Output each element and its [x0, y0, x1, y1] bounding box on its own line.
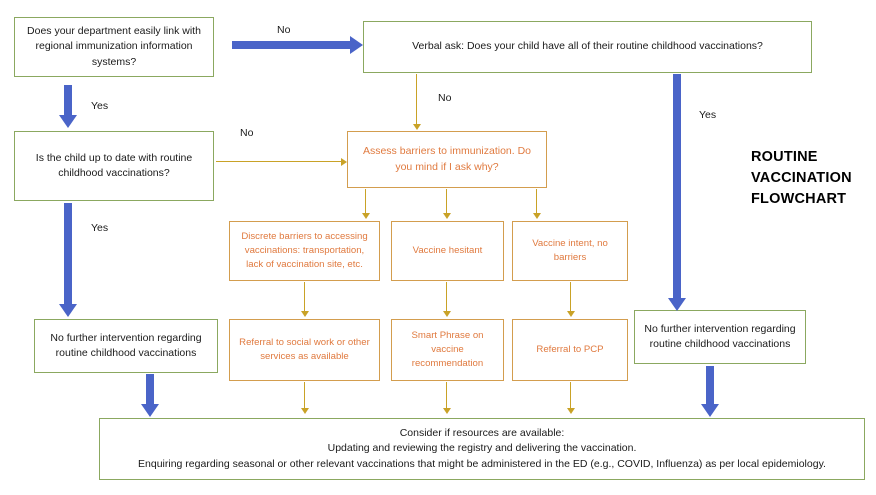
node-discrete-barriers[interactable]: Discrete barriers to accessing vaccinati…: [229, 221, 380, 281]
edge-uptodate-to-nofurther-shaft: [64, 203, 72, 306]
edge-smart-phrase-to-consider-shaft: [446, 382, 447, 410]
edge-hesitant-to-smart-phrase-shaft: [446, 282, 447, 313]
node-department-link[interactable]: Does your department easily link with re…: [14, 17, 214, 77]
edge-pcp-to-consider-shaft: [570, 382, 571, 410]
edge-verbal-to-assess-shaft: [416, 74, 417, 126]
node-department-link-label: Does your department easily link with re…: [27, 25, 201, 68]
node-consider-resources-label: Consider if resources are available: Upd…: [138, 427, 826, 470]
edge-assess-to-discrete-shaft: [365, 189, 366, 215]
node-smart-phrase-label: Smart Phrase on vaccine recommendation: [411, 330, 484, 369]
edge-label-dept-no: No: [277, 24, 291, 36]
node-referral-pcp-label: Referral to PCP: [536, 344, 604, 356]
node-no-further-intervention-right[interactable]: No further intervention regarding routin…: [634, 310, 806, 364]
node-no-further-intervention-right-label: No further intervention regarding routin…: [644, 322, 796, 350]
node-referral-pcp[interactable]: Referral to PCP: [512, 319, 628, 381]
edge-smart-phrase-to-consider-arrowhead: [443, 408, 451, 414]
edge-uptodate-to-assess-arrowhead: [341, 158, 347, 166]
node-no-further-intervention-left[interactable]: No further intervention regarding routin…: [34, 319, 218, 373]
edge-nofurther-right-to-consider-shaft: [706, 366, 714, 406]
edge-label-verbal-no: No: [438, 92, 452, 104]
edge-dept-to-uptodate-arrowhead: [59, 115, 77, 128]
node-consider-resources[interactable]: Consider if resources are available: Upd…: [99, 418, 865, 480]
node-assess-barriers[interactable]: Assess barriers to immunization. Do you …: [347, 131, 547, 188]
edge-intent-to-pcp-arrowhead: [567, 311, 575, 317]
edge-assess-to-hesitant-arrowhead: [443, 213, 451, 219]
node-no-further-intervention-left-label: No further intervention regarding routin…: [50, 331, 202, 359]
page-title: ROUTINE VACCINATION FLOWCHART: [751, 149, 852, 208]
edge-discrete-to-social-work-arrowhead: [301, 311, 309, 317]
edge-assess-to-discrete-arrowhead: [362, 213, 370, 219]
edge-social-work-to-consider-arrowhead: [301, 408, 309, 414]
edge-verbal-to-assess-arrowhead: [413, 124, 421, 130]
node-referral-social-work-label: Referral to social work or other service…: [239, 337, 370, 362]
edge-social-work-to-consider-shaft: [304, 382, 305, 410]
edge-assess-to-intent-arrowhead: [533, 213, 541, 219]
edge-nofurther-to-consider-shaft: [146, 374, 154, 406]
node-verbal-ask-label: Verbal ask: Does your child have all of …: [412, 40, 763, 53]
node-discrete-barriers-label: Discrete barriers to accessing vaccinati…: [241, 231, 368, 270]
edge-pcp-to-consider-arrowhead: [567, 408, 575, 414]
edge-label-uptodate-yes: Yes: [91, 222, 109, 234]
edge-assess-to-hesitant-shaft: [446, 189, 447, 215]
edge-label-dept-yes: Yes: [91, 100, 109, 112]
node-referral-social-work[interactable]: Referral to social work or other service…: [229, 319, 380, 381]
node-vaccine-hesitant-label: Vaccine hesitant: [412, 245, 483, 257]
edge-label-uptodate-no: No: [240, 127, 254, 139]
edge-dept-to-uptodate-shaft: [64, 85, 72, 117]
edge-nofurther-right-to-consider-arrowhead: [701, 404, 719, 417]
node-smart-phrase[interactable]: Smart Phrase on vaccine recommendation: [391, 319, 504, 381]
edge-verbal-to-nofurther-right-shaft: [673, 74, 681, 300]
edge-nofurther-to-consider-arrowhead: [141, 404, 159, 417]
edge-dept-to-verbal-arrowhead: [350, 36, 363, 54]
edge-uptodate-to-nofurther-arrowhead: [59, 304, 77, 317]
node-vaccine-intent[interactable]: Vaccine intent, no barriers: [512, 221, 628, 281]
edge-label-verbal-yes: Yes: [699, 109, 717, 121]
edge-assess-to-intent-shaft: [536, 189, 537, 215]
node-up-to-date[interactable]: Is the child up to date with routine chi…: [14, 131, 214, 201]
edge-discrete-to-social-work-shaft: [304, 282, 305, 313]
edge-dept-to-verbal-shaft: [232, 41, 351, 49]
node-vaccine-hesitant[interactable]: Vaccine hesitant: [391, 221, 504, 281]
edge-hesitant-to-smart-phrase-arrowhead: [443, 311, 451, 317]
edge-uptodate-to-assess-shaft: [216, 161, 343, 162]
node-vaccine-intent-label: Vaccine intent, no barriers: [532, 238, 608, 263]
node-assess-barriers-label: Assess barriers to immunization. Do you …: [362, 145, 532, 173]
edge-verbal-to-nofurther-right-arrowhead: [668, 298, 686, 311]
node-up-to-date-label: Is the child up to date with routine chi…: [35, 151, 193, 179]
edge-intent-to-pcp-shaft: [570, 282, 571, 313]
node-verbal-ask[interactable]: Verbal ask: Does your child have all of …: [363, 21, 812, 73]
